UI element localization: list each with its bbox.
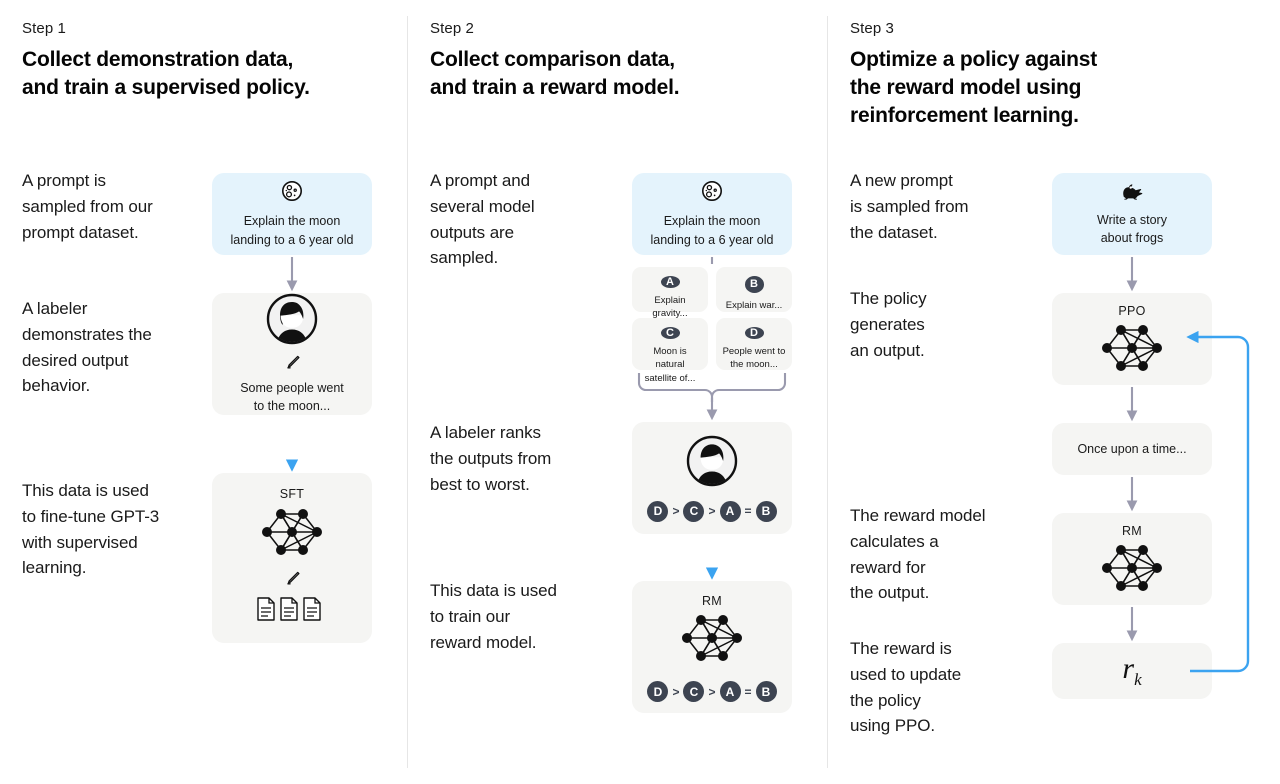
rank-op-2: > xyxy=(708,684,716,699)
sft-label: SFT xyxy=(279,487,305,501)
option-card-b[interactable]: B Explain war... xyxy=(716,267,792,312)
option-card-d[interactable]: D People went to the moon... xyxy=(716,318,792,370)
rank-item-c: C xyxy=(683,681,705,702)
step-2-title: Collect comparison data, and train a rew… xyxy=(430,48,680,99)
neural-network-icon xyxy=(1095,320,1169,381)
rank-op-3: = xyxy=(744,504,752,518)
option-card-a[interactable]: A Explain gravity... xyxy=(632,267,708,319)
rank-item-a: A xyxy=(719,500,741,522)
rank-item-d: D xyxy=(647,681,669,702)
step-1-labeler-card[interactable]: Some people went to the moon... xyxy=(212,293,372,415)
neural-network-icon xyxy=(255,504,329,565)
option-badge-c: C xyxy=(660,327,680,339)
option-badge-b: B xyxy=(744,276,764,293)
step-2-label: Step 2 xyxy=(430,20,474,37)
step-3-narrative-3: The reward model calculates a reward for… xyxy=(850,506,986,603)
moon-icon xyxy=(700,179,724,208)
step-1-narrative-2: A labeler demonstrates the desired outpu… xyxy=(22,299,152,396)
column-divider-1 xyxy=(407,16,408,768)
step-2-rm-card[interactable]: RM xyxy=(632,581,792,713)
option-text-a: Explain gravity... xyxy=(652,295,688,320)
option-text-d: People went to the moon... xyxy=(722,346,786,371)
labeler-avatar-icon xyxy=(266,293,318,350)
step-3-narrative-4: The reward is used to update the policy … xyxy=(850,639,962,736)
step-1-column: Step 1 Collect demonstration data, and t… xyxy=(0,0,407,784)
step-2-narrative-1: A prompt and several model outputs are s… xyxy=(430,171,535,268)
reward-subscript: k xyxy=(1134,670,1142,689)
step-1-title: Collect demonstration data, and train a … xyxy=(22,48,310,99)
option-card-c[interactable]: C Moon is natural satellite of... xyxy=(632,318,708,384)
rank-op-1: > xyxy=(672,684,680,699)
step-3-narrative-1: A new prompt is sampled from the dataset… xyxy=(850,171,969,242)
pencil-icon xyxy=(283,353,302,377)
labeler-avatar-icon xyxy=(686,435,738,492)
option-badge-d: D xyxy=(744,327,764,339)
rank-item-a: A xyxy=(719,681,741,702)
step-3-rm-card[interactable]: RM xyxy=(1052,513,1212,605)
step-1-narrative-3: This data is used to fine-tune GPT-3 wit… xyxy=(22,481,160,578)
option-text-b: Explain war... xyxy=(725,299,783,311)
moon-icon xyxy=(280,179,304,208)
frog-icon xyxy=(1117,181,1147,206)
step-3-output-text: Once upon a time... xyxy=(1077,441,1187,456)
step-3-ppo-card[interactable]: PPO xyxy=(1052,293,1212,385)
step-2-narrative-3: This data is used to train our reward mo… xyxy=(430,581,557,652)
rank-item-b: B xyxy=(755,681,777,702)
neural-network-icon xyxy=(1095,540,1169,601)
column-divider-2 xyxy=(827,16,828,768)
step-2-prompt-text: Explain the moon landing to a 6 year old xyxy=(650,214,774,247)
neural-network-icon xyxy=(675,610,749,671)
rm-label-step3: RM xyxy=(1121,524,1143,538)
step-2-prompt-card[interactable]: Explain the moon landing to a 6 year old xyxy=(632,173,792,255)
rank-op-3: = xyxy=(744,684,752,699)
step-3-narrative-2: The policy generates an output. xyxy=(850,289,927,360)
pencil-icon xyxy=(283,569,302,593)
rank-op-1: > xyxy=(672,504,680,518)
step-1-narrative-1: A prompt is sampled from our prompt data… xyxy=(22,171,153,242)
option-text-c: Moon is natural satellite of... xyxy=(644,346,696,384)
step-3-title: Optimize a policy against the reward mod… xyxy=(850,48,1098,127)
reward-formula: rk xyxy=(1122,652,1141,690)
rank-item-d: D xyxy=(647,500,669,522)
step-3-output-card[interactable]: Once upon a time... xyxy=(1052,423,1212,475)
step-3-reward-card[interactable]: rk xyxy=(1052,643,1212,699)
step-3-prompt-text: Write a story about frogs xyxy=(1097,212,1167,245)
step-1-output-text: Some people went to the moon... xyxy=(240,380,344,413)
step-1-prompt-card[interactable]: Explain the moon landing to a 6 year old xyxy=(212,173,372,255)
rank-item-b: B xyxy=(755,500,777,522)
step-2-rm-ranking-row: D > C > A = B xyxy=(647,681,777,702)
documents-icon xyxy=(255,596,329,627)
step-2-column: Step 2 Collect comparison data, and trai… xyxy=(408,0,827,784)
step-3-prompt-card[interactable]: Write a story about frogs xyxy=(1052,173,1212,255)
step-2-labeler-card[interactable]: D > C > A = B xyxy=(632,422,792,534)
step-1-prompt-text: Explain the moon landing to a 6 year old xyxy=(230,214,354,247)
step-1-sft-card[interactable]: SFT xyxy=(212,473,372,643)
rank-op-2: > xyxy=(708,504,716,518)
option-badge-a: A xyxy=(660,276,680,288)
step-3-label: Step 3 xyxy=(850,20,894,37)
ppo-label: PPO xyxy=(1118,304,1146,318)
step-1-label: Step 1 xyxy=(22,20,66,37)
reward-symbol: r xyxy=(1122,652,1135,685)
step-2-ranking-row: D > C > A = B xyxy=(647,500,777,522)
rm-label-step2: RM xyxy=(701,594,723,608)
step-3-column: Step 3 Optimize a policy against the rew… xyxy=(828,0,1280,784)
rank-item-c: C xyxy=(683,500,705,522)
step-2-narrative-2: A labeler ranks the outputs from best to… xyxy=(430,423,552,494)
